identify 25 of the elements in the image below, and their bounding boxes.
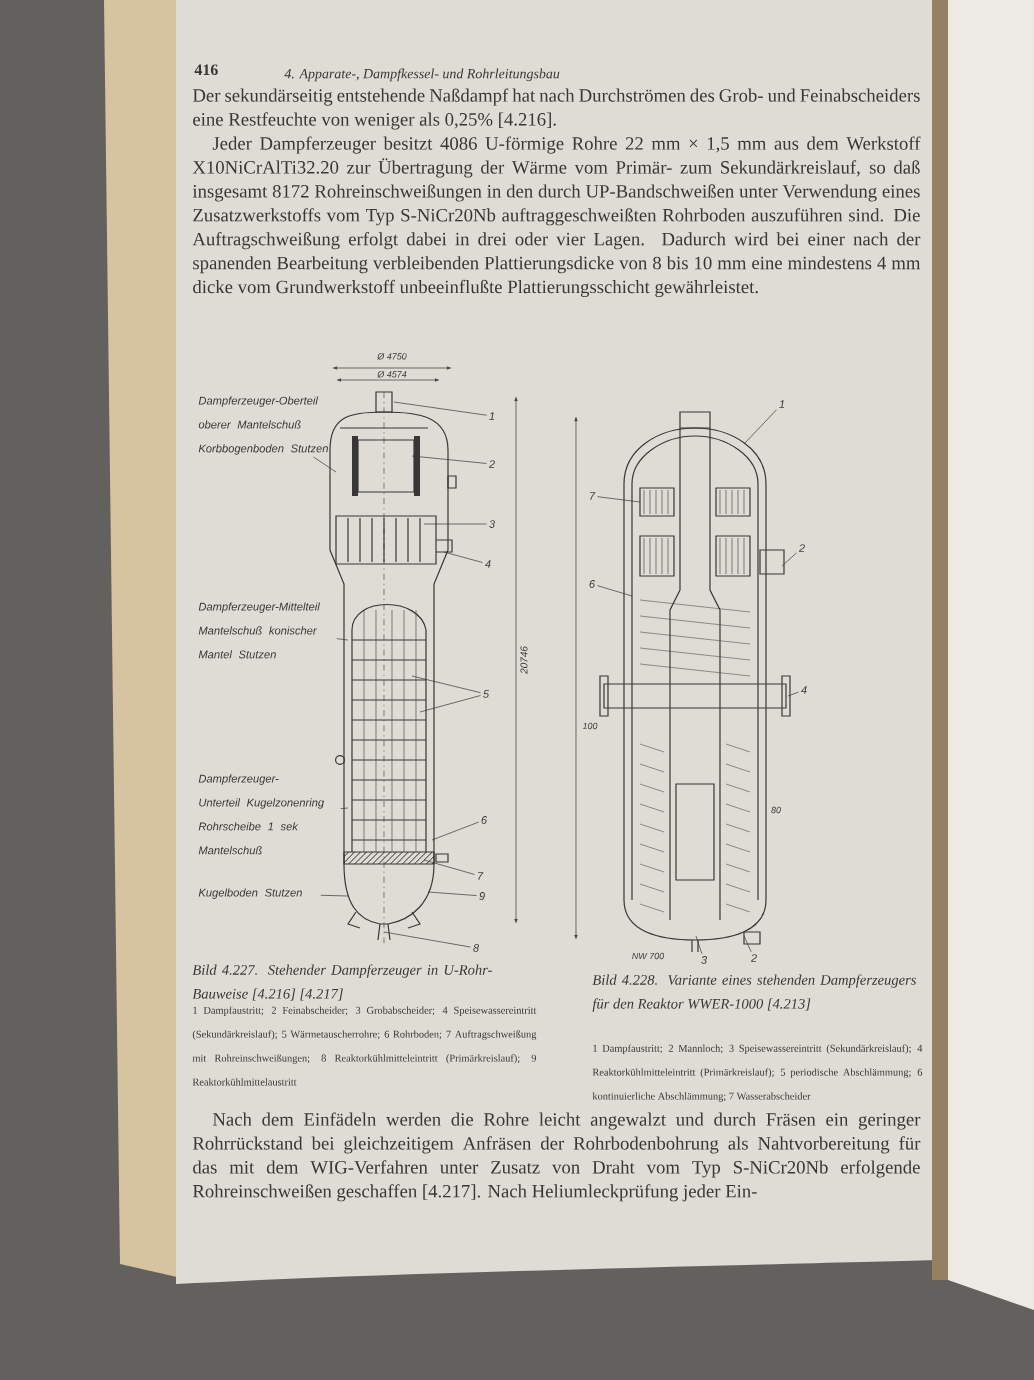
leader-line bbox=[411, 455, 487, 464]
leader-line bbox=[743, 409, 777, 445]
leader-line bbox=[423, 859, 475, 875]
leader-line bbox=[781, 552, 797, 567]
leader-line bbox=[383, 931, 471, 948]
leader-line bbox=[597, 496, 641, 503]
leader-line bbox=[443, 551, 483, 563]
leader-line bbox=[336, 638, 349, 641]
leader-line bbox=[340, 807, 349, 809]
paragraph: Nach dem Einfädeln werden die Rohre leicht angewalzt und durch Fräsen ein geringer Rohrrückstand bei gleichzeitigem Anfräsen der Rohrbodenbohrung als Nahtvorbereitung für das mit dem WIG-Verfahren unter Zusatz von Draht vom Typ S-NiCr20Nb erfolgende Rohreinschweißen geschaffen [4.217]. Nach Heliumleckprüfung jeder Ein- bbox=[192, 1112, 921, 1202]
leader-line bbox=[423, 523, 487, 525]
leader-line bbox=[411, 675, 481, 694]
leader-line bbox=[427, 891, 477, 896]
leader-line bbox=[419, 695, 481, 713]
leader-line bbox=[743, 935, 752, 953]
leader-line bbox=[597, 585, 633, 597]
steam-generator-drawing bbox=[599, 411, 791, 953]
paragraph: Jeder Dampferzeuger besitzt 4086 U-förmige Rohre 22 mm × 1,5 mm aus dem Werkstoff X10NiCrAlTi32.20 zur Übertragung der Wärme vom Primär- zum Sekundärkreislauf, so daß insgesamt 8172 Rohreinschweißungen in den durch UP-Bandschweißen unter Verwendung eines Zusatzwerkstoffs vom Typ S-NiCr20Nb auftraggeschweißten Rohrboden auszuführen sind. Die Auftragschweißung erfolgt dabei in drei oder vier Lagen. Dadurch wird bei einer nach der spanenden Bearbeitung verbleibenden Plattierungsdicke von 8 bis 10 mm eine mindestens 4 mm dicke vom Grundwerkstoff unbeeinflußte Plattierungsschicht gewährleistet. bbox=[192, 136, 921, 298]
paragraph: Der sekundärseitig entstehende Naßdampf hat nach Durchströmen des Grob- und Feinabscheiders eine Restfeuchte von weniger als 0,25% [4.216]. bbox=[192, 88, 920, 130]
leader-line bbox=[320, 894, 349, 897]
leader-line bbox=[313, 456, 337, 473]
leader-line bbox=[431, 821, 479, 841]
leader-line bbox=[695, 935, 703, 955]
leader-line bbox=[787, 691, 799, 697]
leader-line bbox=[393, 401, 487, 416]
